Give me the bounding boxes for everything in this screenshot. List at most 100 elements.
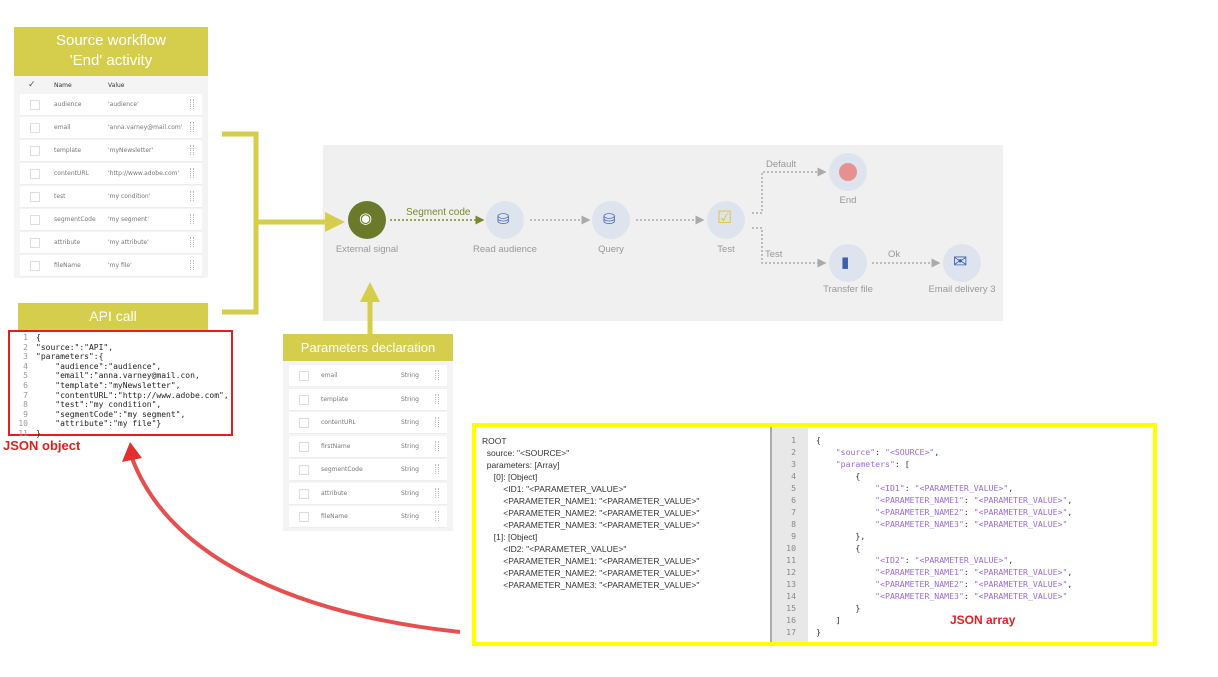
- row-name: fileName: [54, 262, 81, 269]
- json-array-box: ROOT source: "<SOURCE>" parameters: [Arr…: [472, 423, 1157, 646]
- line-number: 2: [23, 342, 28, 352]
- row-checkbox[interactable]: [30, 169, 40, 179]
- row-checkbox[interactable]: [30, 261, 40, 271]
- row-checkbox[interactable]: [299, 488, 309, 499]
- row-type: String: [401, 395, 419, 403]
- row-name: audience: [54, 101, 82, 108]
- drag-handle-icon[interactable]: [435, 417, 439, 427]
- tree-node: <PARAMETER_NAME1: "<PARAMETER_VALUE>": [482, 496, 700, 506]
- tree-node: <PARAMETER_NAME3: "<PARAMETER_VALUE>": [482, 580, 700, 590]
- divider: [770, 427, 772, 642]
- row-checkbox[interactable]: [299, 418, 309, 428]
- drag-handle-icon[interactable]: [190, 237, 194, 247]
- edge-label-test: Test: [765, 249, 783, 260]
- email-delivery-node[interactable]: ✉: [943, 244, 981, 282]
- table-row: attribute'my attribute': [20, 232, 202, 254]
- row-value: 'http://www.adobe.com': [108, 170, 180, 177]
- tree-node: <ID1: "<PARAMETER_VALUE>": [482, 484, 627, 494]
- line-number: 7: [23, 390, 28, 400]
- drag-handle-icon[interactable]: [190, 191, 194, 201]
- drag-handle-icon[interactable]: [435, 464, 439, 474]
- row-checkbox[interactable]: [299, 371, 309, 381]
- line-number: 16: [786, 615, 796, 625]
- table-row: segmentCode'my segment': [20, 209, 202, 231]
- tree-node: source: "<SOURCE>": [482, 448, 570, 458]
- code-line: },: [816, 531, 866, 541]
- drag-handle-icon[interactable]: [190, 168, 194, 178]
- drag-handle-icon[interactable]: [190, 145, 194, 155]
- line-number: 1: [23, 333, 28, 342]
- code-line: {: [816, 471, 861, 481]
- end-label: End: [839, 195, 857, 206]
- check-all-icon[interactable]: ✓: [28, 80, 36, 90]
- row-checkbox[interactable]: [30, 100, 40, 110]
- row-checkbox[interactable]: [299, 465, 309, 475]
- query-node[interactable]: ⛁: [592, 201, 630, 239]
- drag-handle-icon[interactable]: [190, 122, 194, 132]
- bracket-connector: [222, 131, 335, 315]
- source-panel-title: Source workflow 'End' activity: [14, 27, 208, 76]
- table-row: test'my condition': [20, 186, 202, 208]
- drag-handle-icon[interactable]: [435, 487, 439, 498]
- row-name: attribute: [54, 239, 81, 246]
- end-node[interactable]: [829, 153, 867, 191]
- row-name: segmentCode: [321, 466, 363, 473]
- row-checkbox[interactable]: [30, 146, 40, 156]
- row-checkbox[interactable]: [30, 215, 40, 225]
- row-checkbox[interactable]: [30, 123, 40, 133]
- row-type: String: [401, 372, 419, 379]
- drag-handle-icon[interactable]: [190, 99, 194, 109]
- line-number: 8: [791, 519, 796, 529]
- code-line: "source:":"API",: [36, 342, 114, 352]
- row-checkbox[interactable]: [299, 394, 309, 405]
- read-audience-node[interactable]: ⛁: [486, 201, 524, 239]
- email-delivery-label: Email delivery 3: [928, 284, 996, 295]
- tree-node: <ID2: "<PARAMETER_VALUE>": [482, 544, 627, 554]
- code-line: ]: [816, 615, 841, 625]
- stop-icon: [839, 163, 857, 181]
- transfer-file-node[interactable]: ▮: [829, 244, 867, 282]
- drag-handle-icon[interactable]: [435, 440, 439, 451]
- drag-handle-icon[interactable]: [190, 260, 194, 270]
- code-line: "<PARAMETER_NAME3": "<PARAMETER_VALUE>": [875, 591, 1068, 601]
- line-number: 11: [18, 428, 28, 438]
- red-curved-arrow: [130, 457, 461, 634]
- code-line: "<PARAMETER_NAME2": "<PARAMETER_VALUE>",: [875, 579, 1073, 589]
- code-line: "contentURL":"http://www.adobe.com",: [36, 390, 229, 400]
- row-type: String: [401, 513, 419, 520]
- row-name: contentURL: [321, 419, 356, 426]
- drag-handle-icon[interactable]: [435, 393, 439, 404]
- tree-node: parameters: [Array]: [482, 460, 560, 470]
- row-checkbox[interactable]: [30, 238, 40, 248]
- external-signal-node[interactable]: ◉: [348, 201, 386, 239]
- table-row: template'myNewsletter': [20, 140, 202, 162]
- drag-handle-icon[interactable]: [435, 511, 439, 521]
- line-number: 2: [791, 447, 796, 457]
- code-line: "<ID1": "<PARAMETER_VALUE>",: [875, 483, 1014, 493]
- drag-handle-icon[interactable]: [190, 214, 194, 224]
- edge-label-ok: Ok: [888, 249, 901, 260]
- row-checkbox[interactable]: [299, 512, 309, 522]
- line-number: 3: [791, 459, 796, 469]
- row-value: 'my file': [108, 262, 132, 269]
- row-checkbox[interactable]: [299, 441, 309, 452]
- tree-node: <PARAMETER_NAME2: "<PARAMETER_VALUE>": [482, 568, 700, 578]
- database-icon: ⛁: [497, 210, 510, 228]
- row-checkbox[interactable]: [30, 192, 40, 202]
- test-node[interactable]: ☑: [707, 201, 745, 239]
- code-line: "segmentCode":"my segment",: [36, 409, 186, 419]
- table-row: fileName 'my file': [20, 255, 202, 277]
- row-type: String: [401, 442, 419, 450]
- line-number: 9: [791, 531, 796, 541]
- line-number: 17: [786, 627, 796, 637]
- row-name: firstName: [321, 442, 351, 450]
- drag-handle-icon[interactable]: [435, 370, 439, 380]
- code-line: "<ID2": "<PARAMETER_VALUE>",: [875, 555, 1014, 565]
- external-signal-label: External signal: [335, 244, 399, 255]
- row-name: attribute: [321, 489, 348, 497]
